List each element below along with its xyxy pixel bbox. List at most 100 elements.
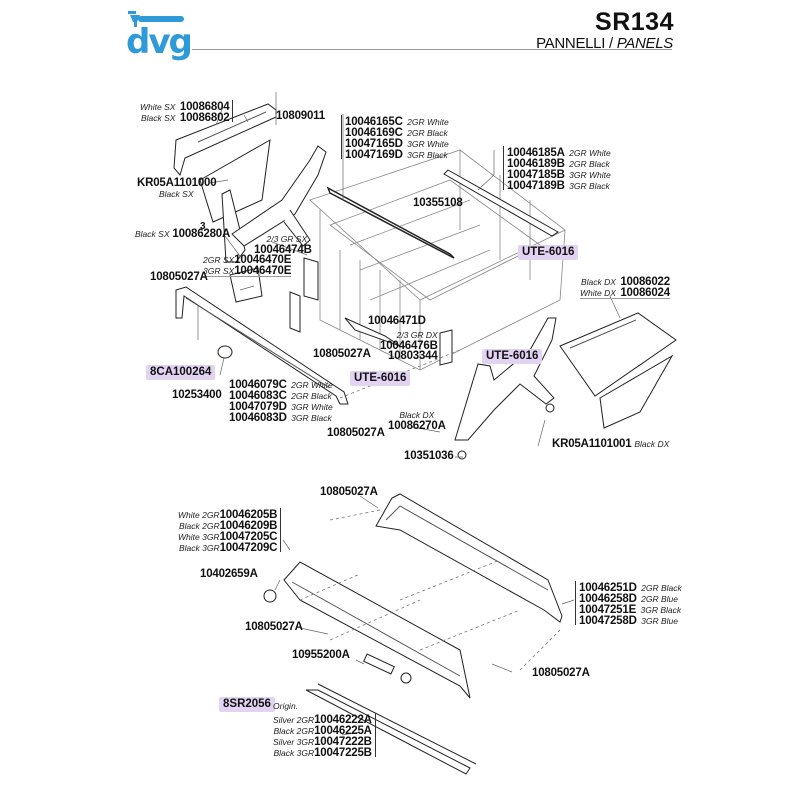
callout-note: 2GR SX: [203, 255, 235, 265]
leader-lines: [197, 92, 621, 736]
callout-note: 2GR Black: [291, 391, 332, 401]
part-number[interactable]: 10046474B: [254, 244, 312, 256]
part-number[interactable]: 10046209B: [219, 520, 278, 532]
highlight-badge-ute-3[interactable]: UTE-6016: [350, 371, 411, 386]
callout-note: 3GR SX: [203, 266, 235, 276]
part-number[interactable]: 10046205B: [219, 509, 278, 521]
callout-kr-right: KR05A1101001 Black DX: [552, 438, 669, 450]
part-number[interactable]: 10046470E: [234, 265, 292, 277]
part-number[interactable]: 10046258D: [579, 593, 637, 605]
callout-crossbar-front: 10046165C 2GR White 10046169C 2GR Black …: [341, 115, 449, 161]
callout-note: Black 3GR: [178, 543, 220, 553]
part-number[interactable]: 10086270A: [388, 420, 446, 432]
part-number-clip[interactable]: 10253400: [172, 389, 222, 401]
callout-note: White DX: [580, 288, 616, 298]
part-number-screw-1[interactable]: 10805027A: [150, 271, 208, 283]
callout-leg-left: Black SX 10086280A: [135, 228, 231, 240]
part-number[interactable]: 10086022: [620, 276, 670, 288]
part-number[interactable]: 10086280A: [172, 228, 231, 240]
callout-bracket-23-dx: 2/3 GR DX 10046476B: [380, 330, 438, 352]
callout-note: 3GR Black: [407, 150, 448, 160]
part-number-kr-left[interactable]: KR05A1101000: [137, 177, 217, 189]
leg-left-drawing: [221, 145, 327, 263]
part-number-foot[interactable]: 10351036: [404, 450, 454, 462]
part-number[interactable]: 10047165D: [345, 138, 403, 150]
part-number[interactable]: 10046225A: [314, 725, 372, 737]
guide-lines: [299, 349, 561, 671]
callout-note: Black DX: [580, 277, 616, 287]
part-number[interactable]: 10047251E: [579, 604, 637, 616]
faucet-logo-icon: [128, 11, 184, 27]
part-number[interactable]: 10046222A: [314, 714, 372, 726]
part-number-screw-top[interactable]: 10809011: [276, 110, 325, 122]
part-number-cap[interactable]: 10402659A: [200, 568, 258, 580]
header-divider: [192, 49, 672, 50]
part-number[interactable]: 10046169C: [345, 127, 403, 139]
crossbar-drawing: [326, 169, 559, 259]
part-number[interactable]: 10047222B: [314, 736, 372, 748]
callout-note: 2GR Blue: [641, 594, 678, 604]
callout-bracket-23-sx: 2/3 GR SX 10046474B: [254, 234, 312, 256]
highlight-badge-ute-2[interactable]: UTE-6016: [482, 349, 543, 364]
callout-note: Silver 2GR: [273, 715, 315, 725]
callout-note: 2/3 GR SX: [266, 234, 308, 244]
callout-note: 3GR Black: [291, 413, 332, 423]
callout-note: 3GR White: [291, 402, 333, 412]
callout-side-panel-right: Black DX 10086022 White DX 10086024: [580, 275, 670, 299]
part-number[interactable]: 10086802: [179, 112, 230, 124]
part-number-screw-2[interactable]: 10805027A: [313, 348, 371, 360]
part-number[interactable]: 10047225B: [314, 747, 372, 759]
part-number-screw-plate[interactable]: 10803344: [388, 350, 438, 362]
part-number-screw-4[interactable]: 10805027A: [320, 486, 378, 498]
callout-side-panel-left: White SX 10086804 Black SX 10086802: [140, 100, 234, 124]
callout-hood-front: White 2GR10046205B Black 2GR10046209B Wh…: [178, 508, 282, 554]
part-number[interactable]: 10047185B: [507, 169, 565, 181]
part-number[interactable]: 10086804: [179, 101, 230, 113]
highlight-badge-ute-1[interactable]: UTE-6016: [518, 245, 579, 260]
callout-note: Black 2GR: [273, 726, 315, 736]
part-number[interactable]: 10046476B: [380, 340, 438, 352]
callout-note: 2GR Black: [407, 128, 448, 138]
brackets-drawing: [217, 257, 453, 366]
callout-trim-strip: Silver 2GR10046222A Black 2GR10046225A S…: [273, 713, 376, 759]
callout-note: 3GR White: [407, 139, 449, 149]
section-title-en: PANELS: [616, 35, 674, 52]
part-number-bolt-frame[interactable]: 10355108: [413, 197, 463, 209]
part-number-nameplate[interactable]: 10955200A: [292, 649, 350, 661]
part-number[interactable]: 10086024: [620, 287, 670, 299]
highlight-badge-clip[interactable]: 8CA100264: [146, 365, 216, 380]
callout-front-rail: 10046079C 2GR White 10046083C 2GR Black …: [229, 378, 333, 424]
callout-note: 2GR White: [407, 117, 449, 127]
callout-note: 2GR White: [291, 380, 333, 390]
part-number[interactable]: 10046185A: [507, 147, 565, 159]
highlight-badge-nameplate[interactable]: 8SR2056: [219, 697, 275, 712]
part-number[interactable]: 10046083D: [229, 412, 287, 424]
part-number[interactable]: 10046079C: [229, 379, 287, 391]
part-number[interactable]: 10046470E: [234, 254, 292, 266]
index-number: 3: [200, 221, 206, 232]
callout-note: 3GR Black: [640, 605, 682, 615]
callout-note: 2GR Black: [569, 159, 610, 169]
part-number[interactable]: 10047189B: [507, 180, 565, 192]
part-number[interactable]: 10047258D: [579, 615, 637, 627]
part-number[interactable]: 10047079D: [229, 401, 287, 413]
part-number[interactable]: 10047209C: [219, 542, 278, 554]
part-number[interactable]: 10047205C: [219, 531, 278, 543]
part-number[interactable]: 10046251D: [579, 582, 637, 594]
part-number[interactable]: 10046189B: [507, 158, 565, 170]
part-number-screw-6[interactable]: 10805027A: [532, 667, 590, 679]
logo-wordmark: dvg: [126, 22, 193, 62]
part-number[interactable]: 10046083C: [229, 390, 287, 402]
callout-note: 3GR White: [569, 170, 611, 180]
part-number-screw-3[interactable]: 10805027A: [327, 427, 385, 439]
part-number[interactable]: KR05A1101001: [552, 438, 632, 450]
callout-note-nameplate: Origin.: [273, 701, 299, 711]
part-number-screw-5[interactable]: 10805027A: [245, 621, 303, 633]
part-number[interactable]: 10047169D: [345, 149, 403, 161]
dvg-logo: dvg: [126, 10, 193, 62]
part-number-plate-center[interactable]: 10046471D: [368, 315, 426, 327]
side-panel-left-drawing: [173, 103, 277, 223]
part-number[interactable]: 10046165C: [345, 116, 403, 128]
callout-bracket-sx: 2GR SX10046470E 3GR SX10046470E: [203, 253, 291, 277]
